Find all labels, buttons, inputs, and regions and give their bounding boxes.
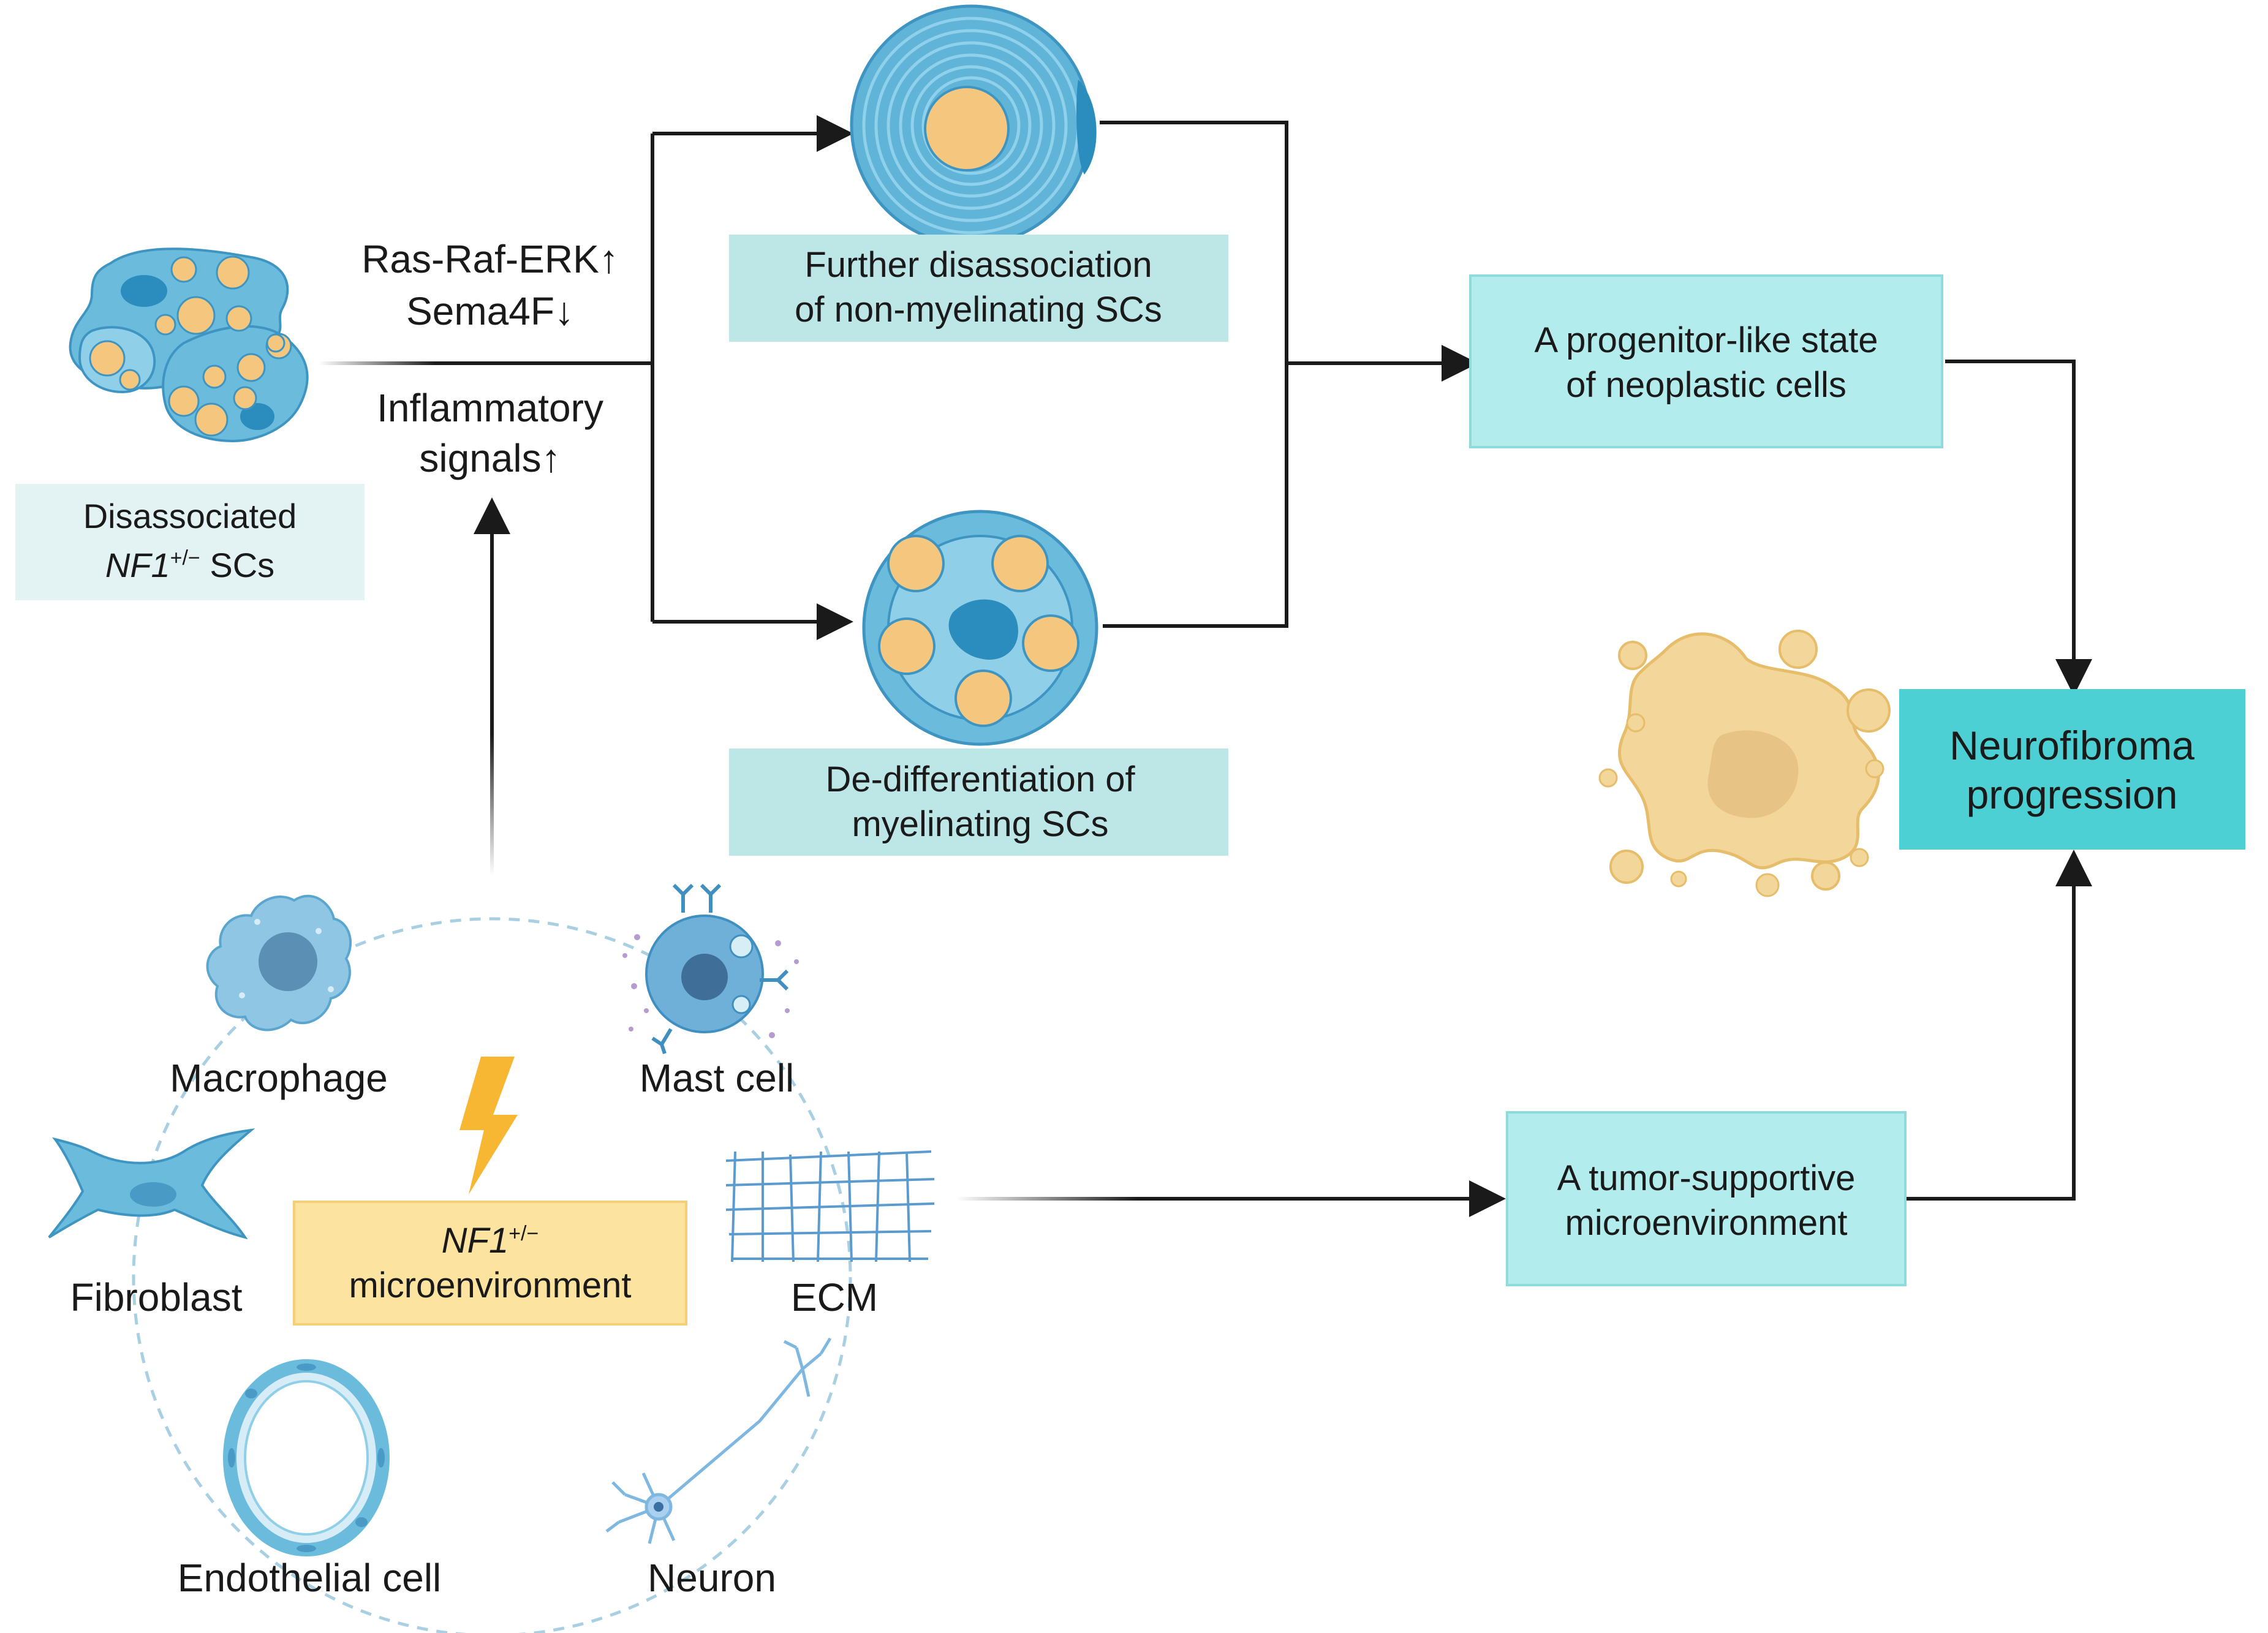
- ecm-line-fade: [956, 1197, 1476, 1201]
- neurofibroma-box: Neurofibroma progression: [1899, 689, 2245, 850]
- signal-inflammatory: Inflammatory: [377, 386, 603, 430]
- signal-ras-raf-erk: Ras-Raf-ERK↑: [361, 237, 619, 281]
- label-macrophage: Macrophage: [170, 1056, 388, 1100]
- label-ecm: ECM: [791, 1275, 878, 1319]
- signal-line-fade: [319, 361, 652, 365]
- inflammatory-line-fade: [490, 521, 494, 876]
- myelinating-sc-icon: [862, 510, 1098, 746]
- disassociated-sc-box: Disassociated NF1+/− SCs: [15, 484, 365, 600]
- signal-signals: signals↑: [419, 436, 561, 480]
- microenv-dashed-circle: [132, 917, 852, 1633]
- endothelial-cell-icon: [223, 1359, 390, 1556]
- microenv-line1: A tumor-supportive: [1557, 1158, 1856, 1198]
- signal-sema4f: Sema4F↓: [406, 289, 574, 333]
- arrow-microenv-to-neurofibroma: [1905, 850, 2092, 1201]
- non-myelinating-line2: of non-myelinating SCs: [795, 290, 1162, 330]
- microenv-line2: microenvironment: [1565, 1203, 1848, 1243]
- nf1-microenv-box: NF1+/− microenvironment: [293, 1201, 687, 1326]
- non-myelinating-box: Further disassociation of non-myelinatin…: [729, 235, 1228, 342]
- arrow-progenitor-to-neurofibroma: [1945, 360, 2092, 696]
- neuron-icon: [605, 1337, 832, 1544]
- connector-lines: [319, 115, 2092, 1217]
- mast-cell-icon: [622, 883, 799, 1054]
- label-neuron: Neuron: [648, 1556, 776, 1600]
- label-mast-cell: Mast cell: [640, 1056, 795, 1100]
- ecm-icon: [725, 1150, 935, 1262]
- neurofibroma-line1: Neurofibroma: [1949, 723, 2194, 768]
- label-endothelial: Endothelial cell: [178, 1556, 442, 1600]
- signal-labels: Ras-Raf-ERK↑ Sema4F↓ Inflammatory signal…: [361, 237, 619, 480]
- merge-line: [1100, 121, 1288, 628]
- nf1-microenv-line1: NF1+/−: [442, 1221, 539, 1261]
- neurofibroma-line2: progression: [1967, 772, 2178, 817]
- myelinating-line1: De-differentiation of: [825, 760, 1135, 799]
- myelinating-box: De-differentiation of myelinating SCs: [729, 749, 1228, 856]
- disassociated-line1: Disassociated: [83, 497, 297, 535]
- progenitor-line1: A progenitor-like state: [1535, 320, 1878, 360]
- microenv-box: A tumor-supportive microenvironment: [1506, 1111, 1907, 1286]
- label-fibroblast: Fibroblast: [70, 1275, 243, 1319]
- macrophage-icon: [206, 894, 352, 1031]
- non-myelinating-sc-icon: [850, 4, 1097, 247]
- non-myelinating-line1: Further disassociation: [804, 245, 1152, 285]
- tumor-icon: [1598, 630, 1891, 897]
- progenitor-line2: of neoplastic cells: [1566, 365, 1847, 405]
- disassociated-line2: NF1+/− SCs: [105, 546, 274, 584]
- myelinating-line2: myelinating SCs: [852, 804, 1108, 844]
- disassociated-sc-icon: [69, 247, 309, 443]
- fibroblast-icon: [48, 1128, 255, 1240]
- cell-labels: Macrophage Mast cell Fibroblast ECM Endo…: [70, 1056, 879, 1600]
- nf1-microenv-line2: microenvironment: [349, 1265, 632, 1305]
- progenitor-box: A progenitor-like state of neoplastic ce…: [1469, 274, 1943, 448]
- lightning-bolt-icon: [459, 1057, 518, 1194]
